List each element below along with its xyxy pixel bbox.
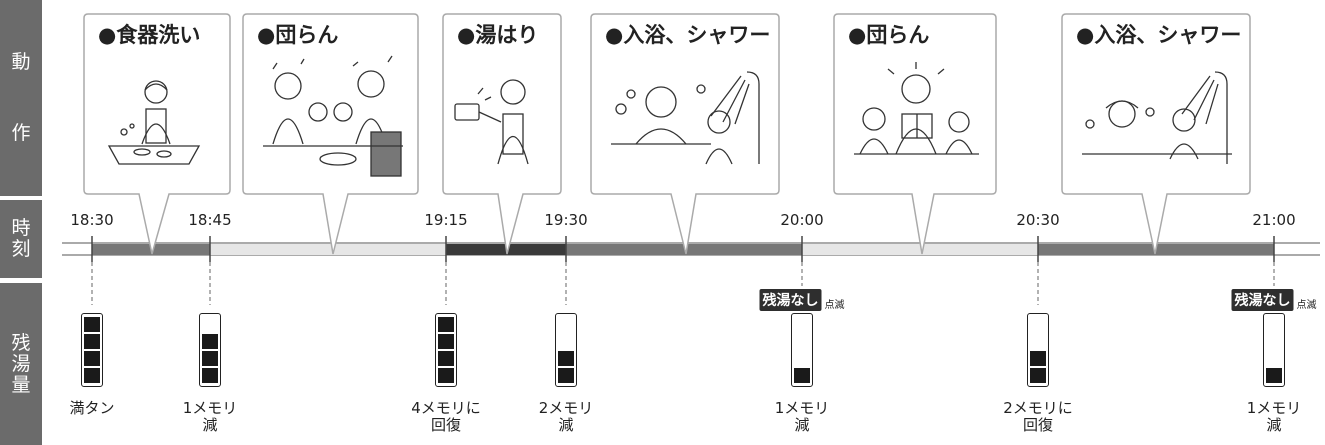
row-header-char: 湯 [11,352,31,375]
bubble-frame [83,13,231,255]
guide-lines [91,262,1275,310]
row-header-char: 刻 [11,238,31,260]
gauge-segment [558,368,574,383]
no-remaining-badge: 残湯なし [759,289,822,311]
gauge-label-line: 1メモリ [774,399,830,417]
time-label: 20:30 [1016,211,1060,229]
gauge-segment [84,334,100,349]
tick-marks [91,236,1275,262]
activity-bubble-gathering: ●団らん [242,13,419,255]
bubble-title: ●入浴、シャワー [1076,23,1242,47]
remaining-gauge [555,313,577,387]
gauge-segment [84,368,100,383]
gauge-label-line: 減 [202,416,218,434]
row-header-action: 動 作 [0,0,42,196]
activity-bubble-dishwashing: ●食器洗い [83,13,231,255]
gauge-segment [84,351,100,366]
gauge-label: 2メモリ 減 [539,400,594,434]
gauge-label-line: 回復 [430,416,462,434]
bubble-title: ●湯はり [457,23,539,47]
bubble-frame [833,13,997,255]
bar-segment-bathing [566,244,802,255]
bar-segment-gathering-2 [802,244,1038,255]
family-reading-illustration [854,62,979,155]
bathing-shower-illustration [1082,71,1232,164]
gauge-label-line: 1メモリ [1246,399,1302,417]
row-header-char: 時 [11,217,31,239]
gauge-label-line: 1メモリ [182,399,238,417]
bubble-frame [1061,13,1251,255]
remaining-gauge [791,313,813,387]
gauge-segment [84,317,100,332]
gauge-label-line: 減 [1266,416,1282,434]
gauge-segment [438,317,454,332]
bubble-title: ●食器洗い [98,23,201,47]
row-header-char: 量 [11,373,31,396]
time-label: 19:15 [424,211,468,229]
time-label: 19:30 [544,211,588,229]
activity-bubble-reading: ●団らん [833,13,997,255]
remaining-gauge [81,313,103,387]
no-remaining-indicator: 残湯なし 点滅 [759,289,845,311]
gauge-label: 2メモリに 回復 [1003,400,1073,434]
gauge-segment [1266,368,1282,383]
activity-bubble-bath-filling: ●湯はり [442,13,562,255]
gauge-label-line: 2メモリに [1003,399,1073,417]
blink-note: 点滅 [1296,300,1317,311]
gauge-label-line: 減 [794,416,810,434]
blink-note: 点滅 [824,300,845,311]
gauge-label-line: 2メモリ [538,399,594,417]
gauge-label-line: 満タン [69,399,115,417]
gauge-segment [438,351,454,366]
remaining-gauge [435,313,457,387]
row-header-remaining: 残 湯 量 [0,283,42,445]
bubble-title: ●団らん [848,23,930,47]
bubble-frame [590,13,780,255]
gauge-label: 4メモリに 回復 [411,400,481,434]
row-header-char: 作 [11,122,31,145]
gauge-segment [202,334,218,349]
time-label: 18:30 [70,211,114,229]
time-label: 21:00 [1252,211,1296,229]
row-header-time: 時 刻 [0,200,42,278]
row-header-char: 動 [11,50,31,73]
dishwashing-illustration [107,80,201,165]
bath-filling-illustration [454,79,529,165]
gauge-segment [1030,368,1046,383]
gauge-segment [202,368,218,383]
family-gathering-illustration [263,55,403,177]
row-header-char: 残 [11,331,31,354]
time-label: 18:45 [188,211,232,229]
no-remaining-indicator: 残湯なし 点滅 [1231,289,1317,311]
bubble-title: ●団らん [257,23,339,47]
bubble-title: ●入浴、シャワー [605,23,771,47]
gauge-segment [1030,351,1046,366]
gauge-label: 1メモリ 減 [775,400,830,434]
remaining-gauge [199,313,221,387]
gauge-segment [438,368,454,383]
gauge-label-line: 回復 [1022,416,1054,434]
bathing-shower-illustration [611,71,760,165]
bubble-frame [242,13,419,255]
gauge-segment [202,351,218,366]
gauge-segment [558,351,574,366]
gauge-segment [438,334,454,349]
gauge-label: 1メモリ 減 [1247,400,1302,434]
activity-bubble-bathing: ●入浴、シャワー [590,13,780,255]
gauge-label: 満タン [69,400,114,417]
activity-bubble-bathing-2: ●入浴、シャワー [1061,13,1251,255]
remaining-gauge [1027,313,1049,387]
gauge-label-line: 4メモリに [411,399,481,417]
no-remaining-badge: 残湯なし [1231,289,1294,311]
gauge-label: 1メモリ 減 [183,400,238,434]
bubble-frame [442,13,562,255]
bar-segment-gathering [210,244,446,255]
time-label: 20:00 [780,211,824,229]
gauge-label-line: 減 [558,416,574,434]
gauge-segment [794,368,810,383]
remaining-gauge [1263,313,1285,387]
